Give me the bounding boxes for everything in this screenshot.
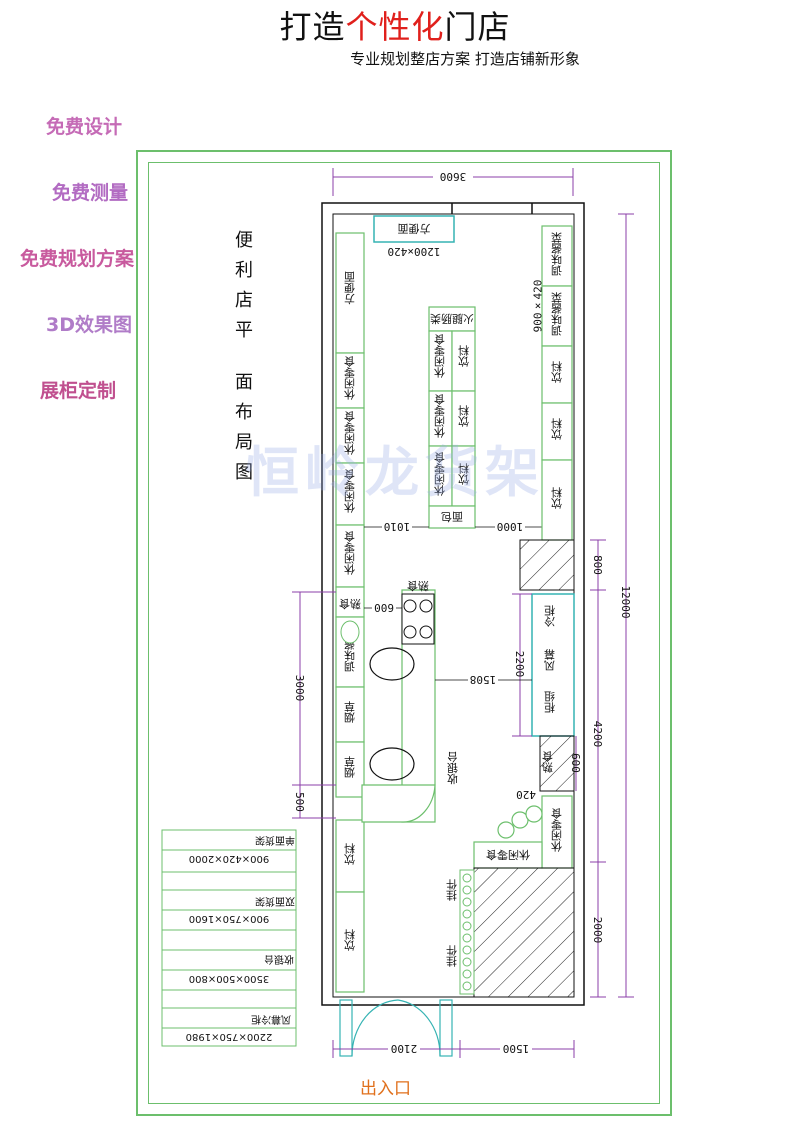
corner-column xyxy=(519,539,575,591)
island-bot-right-label: 饮料 xyxy=(458,462,471,485)
page-title: 打造个性化门店 xyxy=(279,8,511,46)
dim-left-small-label: 500 xyxy=(293,792,306,812)
island-foot-label: 面包 xyxy=(441,510,463,523)
island-mid-left-label: 休闲零食 xyxy=(434,393,447,438)
central-island xyxy=(428,306,476,529)
hot-food-label: 熟食 xyxy=(542,750,555,774)
dim-aisle-right-label: 1000 xyxy=(497,520,524,533)
spec-table xyxy=(161,829,297,1047)
spec-size-3: 3500×500×800 xyxy=(189,973,269,984)
right-shelf-condiment-2: 调味酱菜 xyxy=(551,291,564,336)
right-shelf-drink-1: 饮料 xyxy=(551,360,564,383)
left-shelf-drink-1: 饮料 xyxy=(344,842,357,865)
left-wall-labels: 方便面 休闲零食 休闲零食 休闲零食 休闲零食 熟食 调味酱菜 烟草 烟草 饮料… xyxy=(339,272,361,952)
hanging-label-1: 挂件 xyxy=(446,878,459,902)
dim-left-run-label: 3000 xyxy=(293,675,306,702)
service-free-plan: 免费规划方案 xyxy=(20,248,135,270)
hot-food-grid xyxy=(401,593,435,645)
island-top-left-label: 休闲零食 xyxy=(434,333,447,378)
service-custom-cabinet: 展柜定制 xyxy=(40,380,117,402)
dim-left-run xyxy=(292,591,336,819)
island-top-right-label: 饮料 xyxy=(458,344,471,367)
top-noodle-shelf xyxy=(373,215,455,243)
plan-vertical-title: 便 利 店 平 面 布 局 图 xyxy=(235,230,253,483)
cashier-counter xyxy=(361,589,436,823)
snack-cab-label: 休闲零食 xyxy=(551,807,564,852)
dim-top-width-label: 3600 xyxy=(440,170,467,183)
hot-food-top-label: 熟食 xyxy=(407,579,429,593)
dim-bottom-zone-label: 2000 xyxy=(591,917,604,944)
dim-cooler-len-label: 2200 xyxy=(513,651,526,678)
left-round-display xyxy=(340,620,360,644)
air-curtain-cooler xyxy=(531,593,575,737)
lower-right-block xyxy=(473,867,575,998)
spec-name-4: 风幕冷柜 xyxy=(251,1013,291,1026)
plan-inner-frame xyxy=(148,162,660,1104)
outer-wall xyxy=(321,202,585,1006)
dim-cooler-small-label: 600 xyxy=(569,753,582,773)
spec-size-2: 900×750×1600 xyxy=(189,913,269,924)
left-shelf-noodle: 方便面 xyxy=(344,272,357,306)
island-head-label: 火腿肠类 xyxy=(430,312,474,326)
island-bot-left-label: 休闲零食 xyxy=(434,451,447,496)
hanging-rack xyxy=(459,869,475,995)
dim-counter-w-label: 420 xyxy=(516,788,536,801)
right-wall-shelves xyxy=(541,225,573,541)
left-shelf-snack-2: 休闲零食 xyxy=(344,410,357,455)
cooler-label-2: 风幕 xyxy=(544,648,557,671)
dim-aisle-left-label: 1010 xyxy=(384,520,411,533)
page-subtitle: 专业规划整店方案 打造店铺新形象 xyxy=(350,50,580,68)
right-shelf-condiment-1: 调味酱菜 xyxy=(551,231,564,276)
left-shelf-snack-3: 休闲零食 xyxy=(344,468,357,513)
left-shelf-deli: 熟食 xyxy=(339,597,361,611)
dim-cooler xyxy=(512,213,634,998)
dim-bottom-right-label: 1500 xyxy=(503,1042,530,1055)
dim-corner-label: 800 xyxy=(591,555,604,575)
spec-size-1: 900×420×2000 xyxy=(189,853,269,864)
hanging-label-2: 挂件 xyxy=(446,944,459,968)
left-shelf-tobacco-1: 烟草 xyxy=(344,701,357,724)
dim-bottom xyxy=(332,1040,575,1058)
entrance-doors xyxy=(339,999,453,1057)
spec-name-1: 单面货架 xyxy=(255,834,295,847)
spec-name-2: 双面货架 xyxy=(255,895,295,908)
dim-to-island-label: 600 xyxy=(374,601,394,614)
entrance-label: 出入口 xyxy=(360,1079,411,1099)
dim-cooler-zone-label: 4200 xyxy=(591,721,604,748)
top-noodle-size: 1200×420 xyxy=(388,245,441,258)
right-shelf-drink-3: 饮料 xyxy=(551,486,564,509)
left-shelf-drink-2: 饮料 xyxy=(344,928,357,951)
right-shelf-drink-2: 饮料 xyxy=(551,417,564,440)
snack-counter xyxy=(473,795,573,869)
left-shelf-snack-4: 休闲零食 xyxy=(344,530,357,575)
right-shelf-size: 900×420 xyxy=(532,280,545,333)
cooler-small-block xyxy=(539,735,575,792)
left-shelf-snack-1: 休闲零食 xyxy=(344,355,357,400)
service-free-design: 免费设计 xyxy=(46,116,123,138)
cooler-label-3: 柜组 xyxy=(544,691,557,713)
watermark: 恒岭龙货架 xyxy=(245,441,545,504)
island-mid-right-label: 饮料 xyxy=(458,404,471,427)
spec-name-3: 收银台 xyxy=(264,953,294,966)
top-noodle-label: 方便面 xyxy=(398,222,431,236)
snack-counter-label: 休闲零食 xyxy=(486,848,530,862)
left-shelf-tobacco-2: 烟草 xyxy=(344,756,357,779)
cooler-label-1: 冷柜 xyxy=(544,604,557,627)
left-wall-shelves xyxy=(335,232,365,993)
service-3d-render: 3D效果图 xyxy=(46,314,132,336)
dim-counter-gap-label: 1508 xyxy=(470,673,497,686)
spec-size-4: 2200×750×1980 xyxy=(186,1031,273,1042)
dim-counter xyxy=(364,607,532,681)
cashier-people xyxy=(369,647,415,781)
cashier-label: 收银台 xyxy=(447,752,460,786)
plan-outer-frame xyxy=(136,150,672,1116)
service-free-measure: 免费测量 xyxy=(52,182,129,204)
dim-depth-label: 12000 xyxy=(619,585,632,618)
dim-door-label: 2100 xyxy=(391,1042,418,1055)
